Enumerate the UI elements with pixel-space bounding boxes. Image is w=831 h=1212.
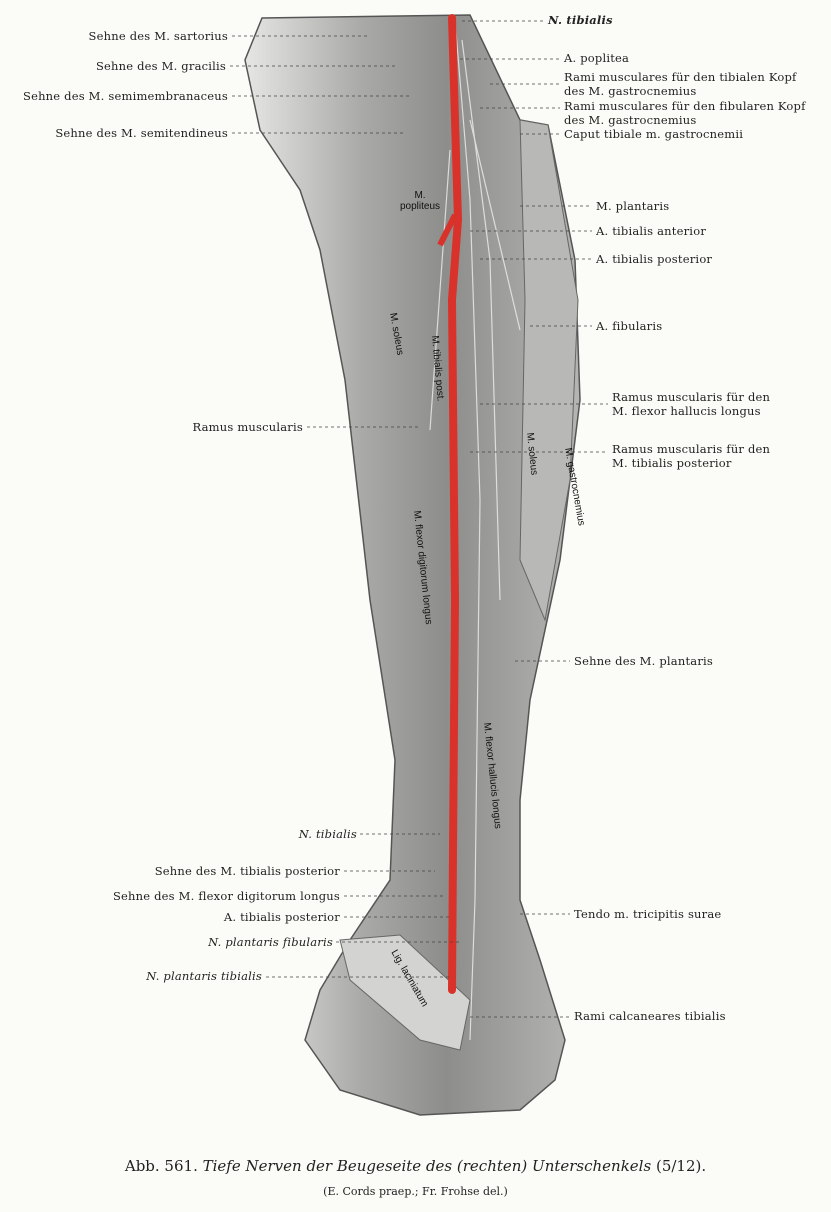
label-sehne-sartorius: Sehne des M. sartorius	[88, 29, 228, 43]
label-ramus-muscularis: Ramus muscularis	[192, 420, 303, 434]
caption-scale: (5/12).	[655, 1157, 707, 1175]
label-ramus-tp-2: M. tibialis posterior	[612, 456, 732, 470]
label-a-tibialis-anterior: A. tibialis anterior	[596, 224, 707, 238]
label-sehne-flexor-digitorum: Sehne des M. flexor digitorum longus	[112, 889, 340, 903]
label-sehne-semimembranaceus: Sehne des M. semimembranaceus	[22, 89, 228, 103]
label-caput-tibiale: Caput tibiale m. gastrocnemii	[564, 127, 744, 141]
muscle-popliteus: M. popliteus	[400, 190, 441, 212]
label-a-fibularis: A. fibularis	[596, 319, 663, 333]
label-n-plantaris-fibularis: N. plantaris fibularis	[208, 935, 333, 949]
label-n-tibialis-top: N. tibialis	[548, 13, 613, 27]
label-rami-fibularen-1: Rami musculares für den fibularen Kopf	[564, 99, 806, 113]
label-ramus-fhl-2: M. flexor hallucis longus	[612, 404, 761, 418]
label-tendo-tricipitis: Tendo m. tricipitis surae	[574, 907, 722, 921]
label-rami-tibialen-2: des M. gastrocnemius	[564, 84, 697, 98]
leg-shape	[244, 14, 581, 1116]
label-n-plantaris-tibialis: N. plantaris tibialis	[146, 969, 262, 983]
label-ramus-fhl-1: Ramus muscularis für den	[612, 390, 771, 404]
label-m-plantaris: M. plantaris	[596, 199, 670, 213]
figure-caption: Abb. 561. Tiefe Nerven der Beugeseite de…	[0, 1157, 831, 1175]
label-rami-calcaneares: Rami calcaneares tibialis	[574, 1009, 726, 1023]
label-sehne-gracilis: Sehne des M. gracilis	[95, 59, 226, 73]
label-rami-tibialen-1: Rami musculares für den tibialen Kopf	[564, 70, 797, 84]
label-rami-fibularen-2: des M. gastrocnemius	[564, 113, 697, 127]
caption-title: Tiefe Nerven der Beugeseite des (rechten…	[202, 1157, 652, 1175]
label-n-tibialis-lower: N. tibialis	[298, 827, 357, 841]
label-a-tibialis-posterior-lower: A. tibialis posterior	[223, 910, 340, 924]
label-ramus-tp-1: Ramus muscularis für den	[612, 442, 771, 456]
leader-lines	[230, 20, 608, 1018]
label-sehne-tibialis-posterior: Sehne des M. tibialis posterior	[154, 864, 340, 878]
label-a-tibialis-posterior: A. tibialis posterior	[596, 252, 713, 266]
caption-prefix: Abb. 561.	[124, 1157, 198, 1175]
label-sehne-semitendineus: Sehne des M. semitendineus	[55, 126, 228, 140]
figure-credit: (E. Cords praep.; Fr. Frohse del.)	[323, 1185, 508, 1198]
label-a-poplitea: A. poplitea	[564, 51, 630, 65]
artery	[447, 14, 463, 994]
label-sehne-plantaris: Sehne des M. plantaris	[574, 654, 714, 668]
